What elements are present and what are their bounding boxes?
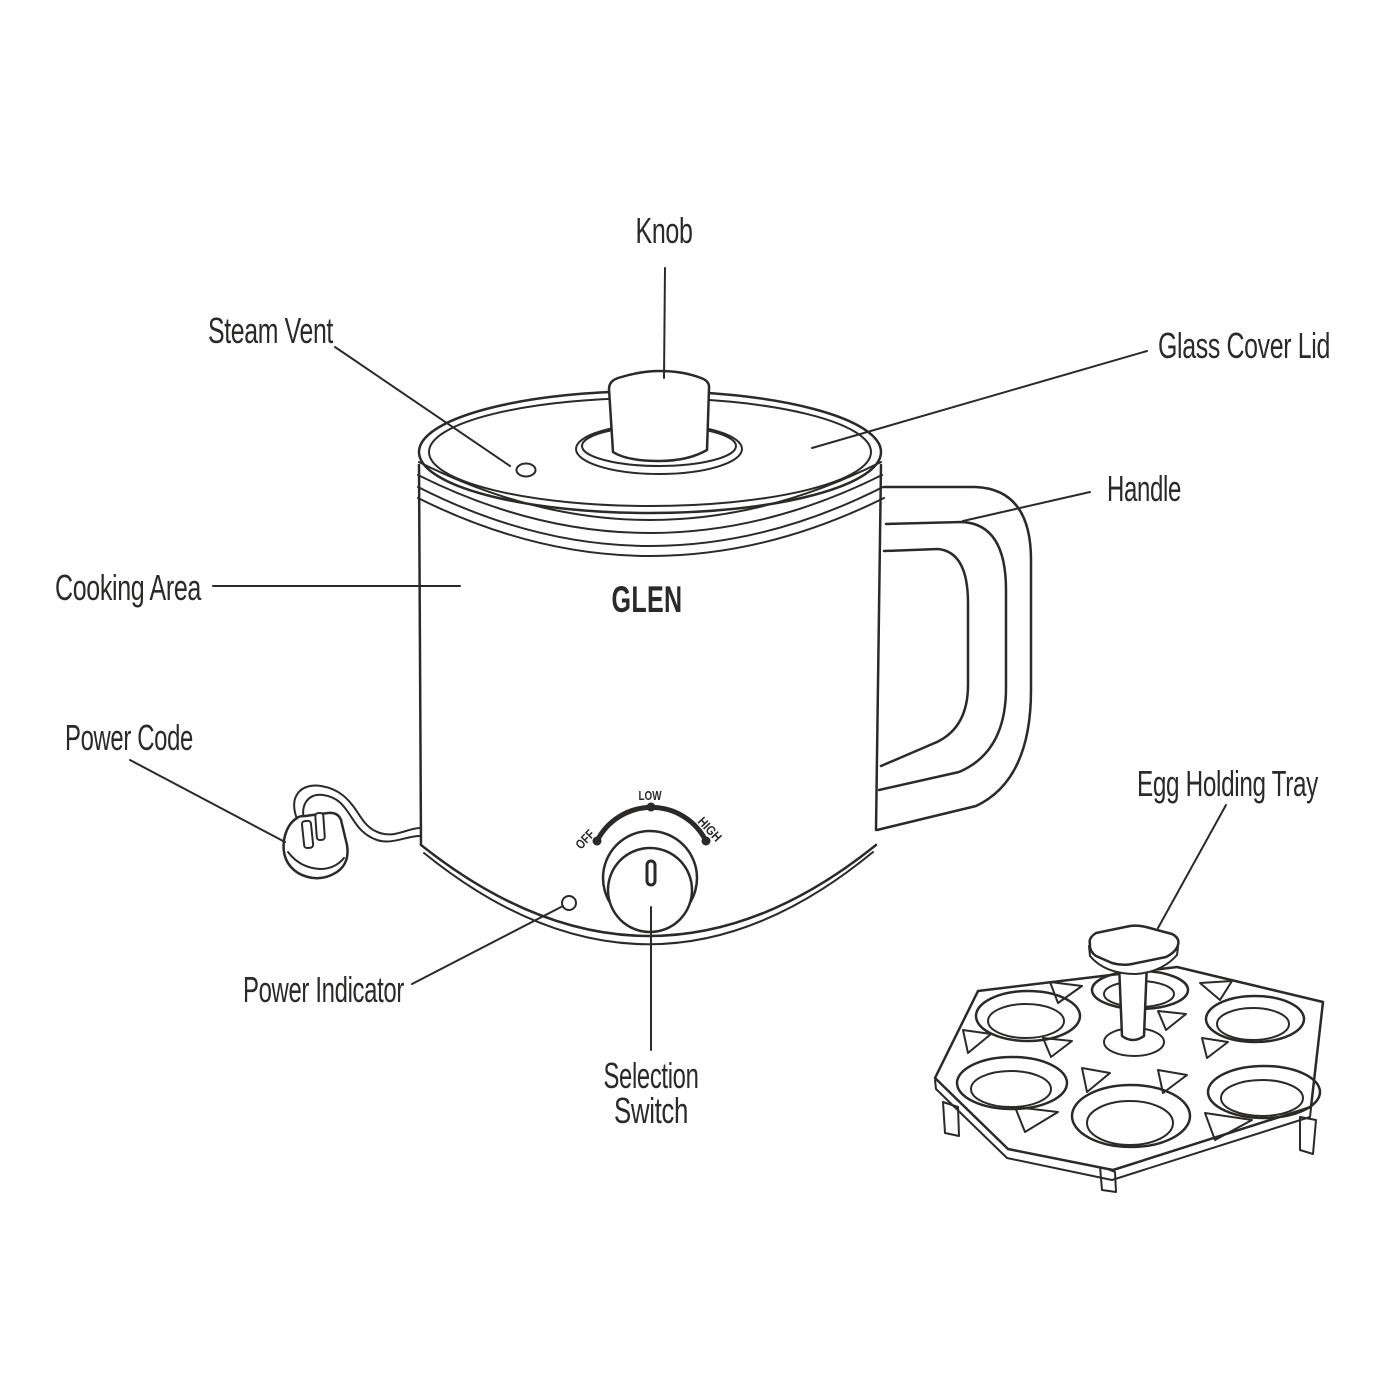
body-right-edge — [874, 463, 883, 832]
label-steam-vent: Steam Vent — [208, 310, 511, 467]
brand-logo: GLEN — [612, 579, 683, 620]
plug-body-inner-line — [287, 851, 345, 870]
dial-dot-high — [701, 836, 711, 846]
egg-cup-inner — [987, 1003, 1065, 1039]
egg-cup — [955, 1055, 1069, 1111]
vent-triangle — [1081, 1067, 1111, 1093]
power-indicator-leader-line — [411, 905, 564, 985]
cord-line-inner — [302, 793, 421, 843]
tray-handle-cap-top — [1088, 924, 1180, 967]
rim-ring-4 — [417, 497, 885, 557]
handle-hole — [879, 547, 970, 768]
cooking-area-label: Cooking Area — [55, 567, 202, 608]
tray-foot-right — [1299, 1116, 1317, 1155]
vent-triangle — [1042, 1037, 1073, 1058]
power-code-label: Power Code — [65, 717, 193, 758]
label-selection-switch: Selection Switch — [604, 906, 699, 1131]
label-handle: Handle — [962, 468, 1182, 522]
glass-cover-lid-leader-line — [811, 350, 1148, 449]
handle-middle — [877, 520, 1008, 792]
tray-handle — [1088, 924, 1180, 1057]
egg-cup-inner — [1216, 1007, 1290, 1041]
vent-triangle — [1049, 981, 1083, 1004]
dial-label-low: LOW — [639, 788, 663, 803]
tray-outline — [933, 965, 1325, 1172]
plug-prong-left — [300, 819, 315, 850]
vent-triangle — [1014, 1106, 1059, 1133]
egg-cup-inner — [970, 1070, 1052, 1108]
rim-ring-1 — [418, 461, 882, 521]
label-glass-cover-lid: Glass Cover Lid — [811, 325, 1331, 449]
knob-leader-line — [663, 267, 666, 379]
dial-dot-low — [646, 802, 656, 812]
egg-cup — [974, 989, 1082, 1043]
base-arc-outer — [419, 843, 878, 938]
dial-dot-off — [592, 836, 602, 846]
egg-cup-inner — [1086, 1100, 1174, 1146]
vent-triangle — [1157, 1010, 1187, 1031]
egg-cup — [1204, 994, 1306, 1044]
label-power-indicator: Power Indicator — [243, 905, 564, 1010]
egg-holding-tray-label: Egg Holding Tray — [1137, 763, 1318, 804]
handle-outer — [875, 485, 1033, 832]
label-cooking-area: Cooking Area — [55, 567, 461, 608]
plug-prong-right — [314, 811, 326, 842]
cord-line-outer — [293, 784, 421, 836]
rim-ring-2 — [417, 474, 883, 534]
handle-label: Handle — [1107, 468, 1181, 509]
vent-triangle — [1199, 980, 1233, 1001]
steam-vent-leader-line — [334, 346, 511, 467]
tray-foot-left — [942, 1101, 960, 1137]
selection-switch-label-line2: Switch — [614, 1090, 688, 1131]
tray-handle-stem — [1117, 960, 1149, 1042]
egg-cup-inner — [1220, 1079, 1304, 1117]
lid-knob — [607, 369, 711, 463]
handle-leader-line — [962, 491, 1091, 522]
egg-cups — [955, 969, 1322, 1149]
dial-knob-slot — [645, 859, 657, 887]
steam-vent-hole — [515, 462, 537, 478]
label-knob: Knob — [636, 210, 693, 379]
power-indicator-label: Power Indicator — [243, 969, 404, 1010]
kettle-drawing: GLEN LOW OFF HIGH — [282, 369, 1033, 946]
knob-label: Knob — [636, 210, 693, 251]
vent-triangle — [962, 1029, 992, 1054]
vent-triangle — [1201, 1037, 1229, 1059]
selection-switch-label-line1: Selection — [604, 1055, 699, 1096]
egg-holding-tray-leader-line — [1157, 804, 1227, 929]
glass-cover-lid-label: Glass Cover Lid — [1158, 325, 1330, 366]
base-arc-inner — [423, 851, 874, 946]
egg-cup — [1206, 1064, 1322, 1120]
callout-labels: Knob Steam Vent Glass Cover Lid Handle C… — [55, 210, 1331, 1131]
steam-vent-label: Steam Vent — [208, 310, 333, 351]
power-cord — [282, 784, 421, 880]
dial-label-off: OFF — [572, 826, 597, 852]
selection-dial: LOW OFF HIGH — [572, 788, 725, 934]
egg-cup — [1070, 1083, 1192, 1149]
vent-triangle — [1204, 1112, 1253, 1141]
power-code-leader-line — [129, 759, 286, 843]
power-indicator-lamp — [561, 895, 577, 911]
body-left-edge — [417, 463, 423, 847]
egg-tray-drawing — [933, 924, 1325, 1193]
label-egg-holding-tray: Egg Holding Tray — [1137, 763, 1319, 929]
rim-ring-3 — [417, 486, 884, 547]
vent-triangle — [1157, 1069, 1188, 1094]
label-power-code: Power Code — [65, 717, 286, 843]
tray-vent-triangles — [962, 980, 1253, 1141]
